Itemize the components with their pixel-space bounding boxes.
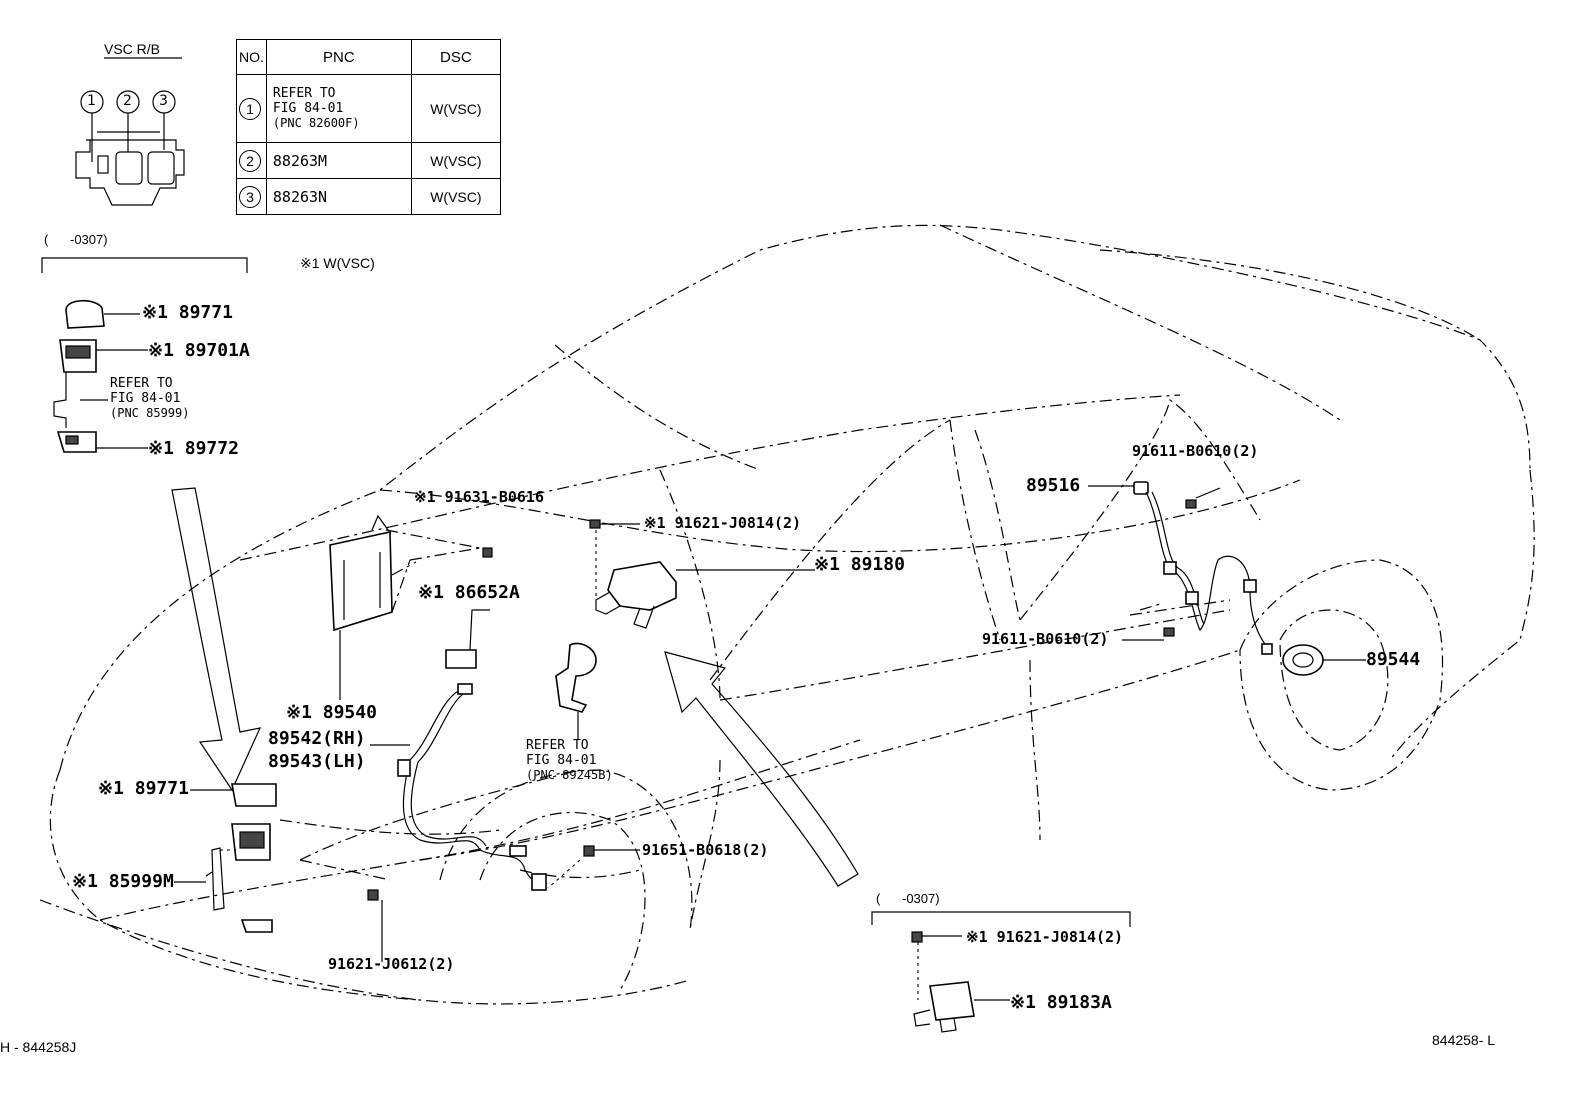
date-range-bottom: ( -0307) [876, 891, 940, 906]
part-label-91611-b0610-mid: 91611-B0610(2) [982, 630, 1109, 648]
refer-89245b: REFER TO FIG 84-01 (PNC 89245B) [526, 738, 613, 783]
row3-dsc: W(VSC) [410, 178, 501, 215]
bracket-top-left [41, 257, 248, 273]
header-no: NO. [236, 39, 267, 75]
row-number-circle: 3 [239, 185, 261, 208]
legend-note: ※1 W(VSC) [300, 255, 375, 271]
part-label-89543-lh: 89543(LH) [268, 751, 366, 772]
part-label-86652a: ※1 86652A [418, 582, 520, 603]
yaw-sensor-bracket [555, 642, 597, 740]
rear-speed-sensor [1088, 481, 1366, 676]
row1-pnc-line1: REFER TO [272, 86, 336, 101]
pnc-table: NO. PNC DSC 1 REFER TO FIG 84-01 (PNC 82… [236, 39, 501, 215]
table-row: 2 88263M W(VSC) [236, 142, 501, 179]
bolts-and-leaders [367, 639, 1164, 962]
ecu-assembly [329, 514, 493, 700]
row1-dsc: W(VSC) [410, 74, 501, 143]
arrow-to-center [664, 651, 859, 887]
header-dsc: DSC [410, 39, 501, 75]
arrow-to-front [171, 487, 262, 792]
part-label-89540: ※1 89540 [286, 702, 377, 723]
footer-right-code: 844258- L [1432, 1032, 1496, 1048]
row2-pnc: 88263M [265, 142, 412, 179]
part-label-89542-rh: 89542(RH) [268, 728, 366, 749]
table-header-row: NO. PNC DSC [236, 39, 501, 75]
row-number-circle: 2 [239, 149, 261, 172]
sensor-parts-group-top [53, 299, 148, 453]
vsc-rb-pin-2: 2 [123, 93, 132, 109]
row1-pnc-line2: FIG 84-01 [272, 101, 344, 116]
refer-85999-line2: FIG 84-01 [110, 391, 181, 406]
header-pnc: PNC [265, 39, 412, 75]
refer-89245b-line1: REFER TO [526, 738, 589, 753]
part-label-91611-b0610-top: 91611-B0610(2) [1132, 442, 1259, 460]
part-label-89180: ※1 89180 [814, 554, 905, 575]
part-label-89701a: ※1 89701A [148, 340, 250, 361]
relay-89183a-group [871, 911, 1131, 1033]
row-number-circle: 1 [239, 97, 261, 120]
refer-89245b-line2: FIG 84-01 [526, 753, 597, 768]
part-label-89772: ※1 89772 [148, 438, 239, 459]
refer-85999-line1: REFER TO [110, 376, 173, 391]
part-label-91621-j0612: 91621-J0612(2) [328, 955, 455, 973]
vehicle-outline [39, 224, 1535, 1005]
date-range-top: ( -0307) [44, 232, 108, 247]
refer-85999: REFER TO FIG 84-01 (PNC 85999) [110, 376, 189, 421]
part-label-89183a: ※1 89183A [1010, 992, 1112, 1013]
front-speed-sensor-harness [370, 683, 547, 891]
row2-dsc: W(VSC) [410, 142, 501, 179]
part-label-89516: 89516 [1026, 475, 1081, 496]
part-label-91631-b0616: ※1 91631-B0616 [414, 488, 544, 506]
part-label-89771-bottom: ※1 89771 [98, 778, 189, 799]
actuator-89180 [589, 519, 815, 629]
vsc-relay-block-drawing [75, 57, 185, 206]
part-label-91651-b0618: 91651-B0618(2) [642, 841, 769, 859]
row3-pnc: 88263N [265, 178, 412, 215]
footer-left-code: H - 844258J [0, 1039, 77, 1055]
table-row: 1 REFER TO FIG 84-01 (PNC 82600F) W(VSC) [236, 74, 501, 143]
part-label-85999m: ※1 85999M [72, 871, 174, 892]
refer-85999-line3: (PNC 85999) [110, 406, 190, 420]
vsc-rb-pin-3: 3 [159, 93, 168, 109]
sensor-parts-group-bottom [174, 783, 277, 933]
row1-pnc-line3: (PNC 82600F) [272, 116, 360, 130]
refer-89245b-line3: (PNC 89245B) [526, 768, 613, 782]
vsc-rb-pin-1: 1 [87, 93, 96, 109]
part-label-91621-j0814-bottom: ※1 91621-J0814(2) [966, 928, 1124, 946]
vsc-rb-title: VSC R/B [104, 41, 161, 57]
part-label-89771-top: ※1 89771 [142, 302, 233, 323]
table-row: 3 88263N W(VSC) [236, 178, 501, 215]
part-label-89544: 89544 [1366, 649, 1421, 670]
part-label-91621-j0814-top: ※1 91621-J0814(2) [644, 514, 802, 532]
